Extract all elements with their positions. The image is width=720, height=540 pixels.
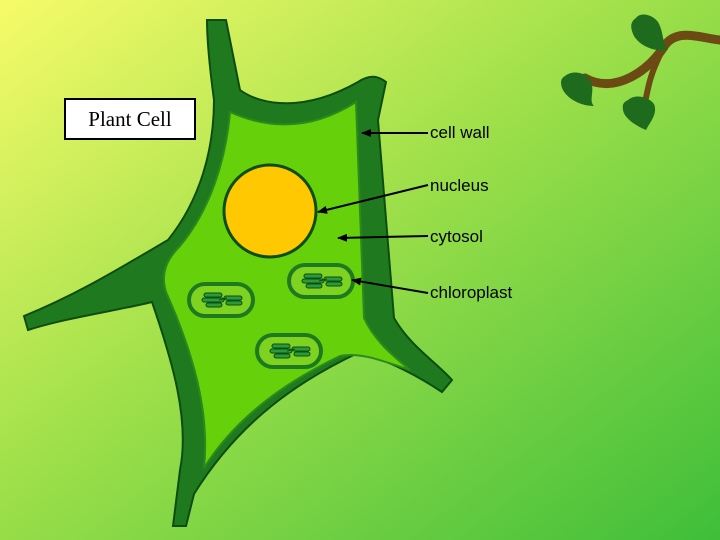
label-nucleus: nucleus [430,176,489,195]
leaf-icon [561,72,594,106]
arrow-nucleus [317,184,429,214]
cytosol [162,100,411,469]
vine-decoration [561,14,720,130]
label-cytosol: cytosol [430,227,483,246]
nucleus [222,163,318,259]
label-cell-wall: cell wall [430,123,490,142]
chloroplast [255,333,323,369]
chloroplast [187,282,255,318]
leaf-icon [622,96,656,130]
diagram-title: Plant Cell [64,98,196,140]
arrow-cytosol [337,233,429,242]
label-chloroplast: chloroplast [430,283,513,302]
arrow-chloroplast [351,277,429,294]
chloroplast [287,263,355,299]
leaf-icon [631,14,668,51]
